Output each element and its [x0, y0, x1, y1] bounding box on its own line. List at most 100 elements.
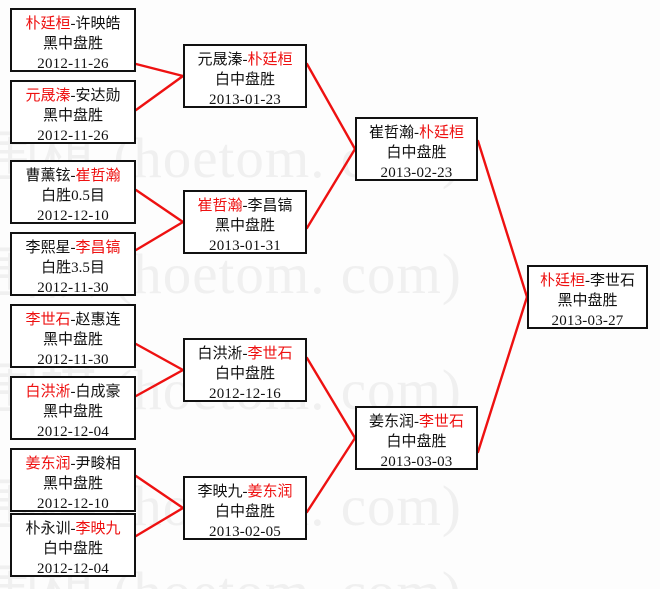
match-result: 白胜3.5目: [41, 260, 105, 276]
match-result: 黑中盘胜: [42, 36, 103, 52]
versus-separator: -: [70, 88, 76, 104]
player-winner: 姜东润: [25, 456, 71, 472]
match-players: 元晟溱-朴廷桓: [185, 50, 305, 70]
match-result: 白中盘胜: [42, 541, 103, 557]
match-box-sf1[interactable]: 崔哲瀚-朴廷桓白中盘胜 2013-02-23: [355, 117, 478, 181]
connector-r1m2-to-r2m1: [134, 74, 185, 112]
versus-separator: -: [242, 484, 248, 500]
player-winner: 李世石: [419, 414, 465, 430]
match-result: 白中盘胜: [214, 72, 275, 88]
match-players: 白洪淅-白成豪: [12, 382, 134, 402]
versus-separator: -: [70, 384, 76, 400]
match-players: 元晟溱-安达勋: [12, 86, 134, 106]
versus-separator: -: [70, 521, 76, 537]
match-date: 2012-11-30: [37, 280, 109, 296]
match-box-r2m2[interactable]: 崔哲瀚-李昌镐黑中盘胜 2013-01-31: [183, 190, 307, 254]
match-box-f1[interactable]: 朴廷桓-李世石黑中盘胜 2013-03-27: [527, 265, 648, 329]
player-winner: 朴廷桓: [419, 125, 465, 141]
match-result: 白胜0.5目: [41, 188, 105, 204]
match-players: 朴廷桓-李世石: [529, 271, 646, 291]
match-box-r1m7[interactable]: 姜东润-尹畯相黑中盘胜 2012-12-10: [10, 448, 136, 512]
player-loser: 安达勋: [75, 88, 121, 104]
match-box-r1m2[interactable]: 元晟溱-安达勋黑中盘胜 2012-11-26: [10, 80, 136, 144]
match-date: 2013-01-31: [209, 238, 281, 254]
versus-separator: -: [70, 312, 76, 328]
match-box-r1m8[interactable]: 朴永训-李映九白中盘胜 2012-12-04: [10, 513, 136, 577]
player-winner: 朴廷桓: [539, 273, 585, 289]
match-players: 朴永训-李映九: [12, 519, 134, 539]
connector-r2m1-to-sf1: [305, 62, 357, 151]
match-players: 崔哲瀚-李昌镐: [185, 196, 305, 216]
player-loser: 朴永训: [25, 521, 71, 537]
match-players: 白洪淅-李世石: [185, 344, 305, 364]
match-box-r1m1[interactable]: 朴廷桓-许映皓黑中盘胜 2012-11-26: [10, 8, 136, 72]
connector-sf1-to-f1: [476, 139, 529, 299]
player-loser: 白洪淅: [197, 346, 243, 362]
match-result: 黑中盘胜: [557, 293, 618, 309]
match-players: 李映九-姜东润: [185, 482, 305, 502]
match-box-r1m4[interactable]: 李熙星-李昌镐白胜3.5目 2012-11-30: [10, 232, 136, 296]
player-loser: 赵惠连: [75, 312, 121, 328]
match-result: 黑中盘胜: [42, 108, 103, 124]
connector-sf2-to-f1: [476, 295, 529, 454]
versus-separator: -: [70, 240, 76, 256]
player-winner: 白洪淅: [25, 384, 71, 400]
player-winner: 李世石: [25, 312, 71, 328]
match-date: 2012-11-26: [37, 128, 109, 144]
match-players: 姜东润-李世石: [357, 412, 476, 432]
match-result: 黑中盘胜: [42, 476, 103, 492]
match-result: 黑中盘胜: [42, 404, 103, 420]
match-players: 曹薰铉-崔哲瀚: [12, 166, 134, 186]
player-loser: 元晟溱: [197, 52, 243, 68]
match-date: 2013-02-23: [380, 165, 453, 181]
match-date: 2013-03-03: [380, 454, 453, 470]
match-players: 崔哲瀚-朴廷桓: [357, 123, 476, 143]
player-winner: 元晟溱: [25, 88, 71, 104]
versus-separator: -: [242, 52, 248, 68]
versus-separator: -: [414, 414, 419, 430]
connector-r2m3-to-sf2: [305, 356, 357, 440]
player-loser: 李熙星: [25, 240, 71, 256]
match-date: 2012-11-30: [37, 352, 109, 368]
player-loser: 崔哲瀚: [368, 125, 414, 141]
match-date: 2012-11-26: [37, 56, 109, 72]
connector-r1m1-to-r2m1: [134, 62, 185, 78]
match-box-r2m4[interactable]: 李映九-姜东润白中盘胜 2013-02-05: [183, 476, 307, 540]
player-loser: 李映九: [197, 484, 243, 500]
connector-r1m8-to-r2m4: [134, 506, 185, 538]
match-result: 黑中盘胜: [214, 218, 275, 234]
connector-r2m2-to-sf1: [305, 147, 357, 230]
match-players: 朴廷桓-许映皓: [12, 14, 134, 34]
connector-r1m6-to-r2m3: [134, 368, 185, 398]
player-loser: 白成豪: [75, 384, 121, 400]
match-result: 白中盘胜: [386, 145, 447, 161]
player-winner: 李昌镐: [75, 240, 121, 256]
player-winner: 李映九: [75, 521, 121, 537]
player-loser: 许映皓: [75, 16, 121, 32]
match-players: 李熙星-李昌镐: [12, 238, 134, 258]
match-result: 白中盘胜: [214, 504, 275, 520]
player-winner: 崔哲瀚: [75, 168, 121, 184]
player-loser: 尹畯相: [75, 456, 121, 472]
versus-separator: -: [70, 456, 76, 472]
match-date: 2013-02-05: [209, 524, 281, 540]
versus-separator: -: [414, 125, 419, 141]
match-players: 姜东润-尹畯相: [12, 454, 134, 474]
match-date: 2012-12-04: [37, 561, 109, 577]
player-winner: 朴廷桓: [247, 52, 293, 68]
player-winner: 姜东润: [247, 484, 293, 500]
versus-separator: -: [70, 168, 76, 184]
match-date: 2012-12-16: [209, 386, 281, 402]
player-loser: 李昌镐: [247, 198, 293, 214]
player-loser: 姜东润: [368, 414, 414, 430]
match-date: 2012-12-10: [37, 496, 109, 512]
connector-r1m3-to-r2m2: [134, 188, 185, 224]
match-date: 2013-03-27: [551, 313, 624, 329]
connector-r1m5-to-r2m3: [134, 342, 185, 372]
